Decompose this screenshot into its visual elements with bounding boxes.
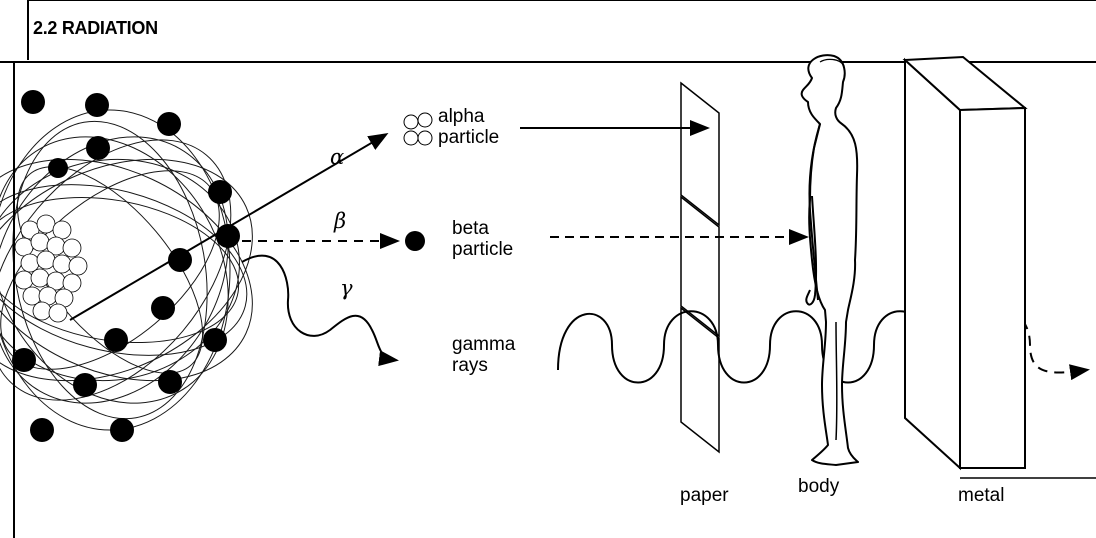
alpha-label-line1: alpha [438, 106, 485, 127]
alpha-symbol: α [330, 145, 345, 169]
gamma-symbol: γ [340, 276, 353, 300]
beta-label-line1: beta [452, 218, 489, 239]
alpha-label-line2: particle [438, 127, 500, 148]
diagram-title: 2.2 RADIATION [33, 18, 158, 38]
gamma-ray-arrow [241, 254, 399, 367]
gamma-label-line2: rays [452, 355, 488, 376]
beta-particle-icon [405, 231, 425, 251]
alpha-ray-arrow [69, 132, 389, 321]
paper-sheets [680, 81, 720, 454]
atom-illustration [0, 90, 253, 442]
beta-label-line2: particle [452, 239, 514, 260]
paper-label: paper [680, 485, 729, 506]
body-label: body [798, 476, 840, 497]
beta-symbol: β [334, 209, 347, 233]
gamma-label-line1: gamma [452, 334, 516, 355]
alpha-particle-icon [403, 112, 433, 146]
nucleus [14, 214, 88, 323]
human-body [800, 54, 859, 466]
metal-label: metal [958, 485, 1005, 506]
metal-block [902, 55, 1028, 471]
